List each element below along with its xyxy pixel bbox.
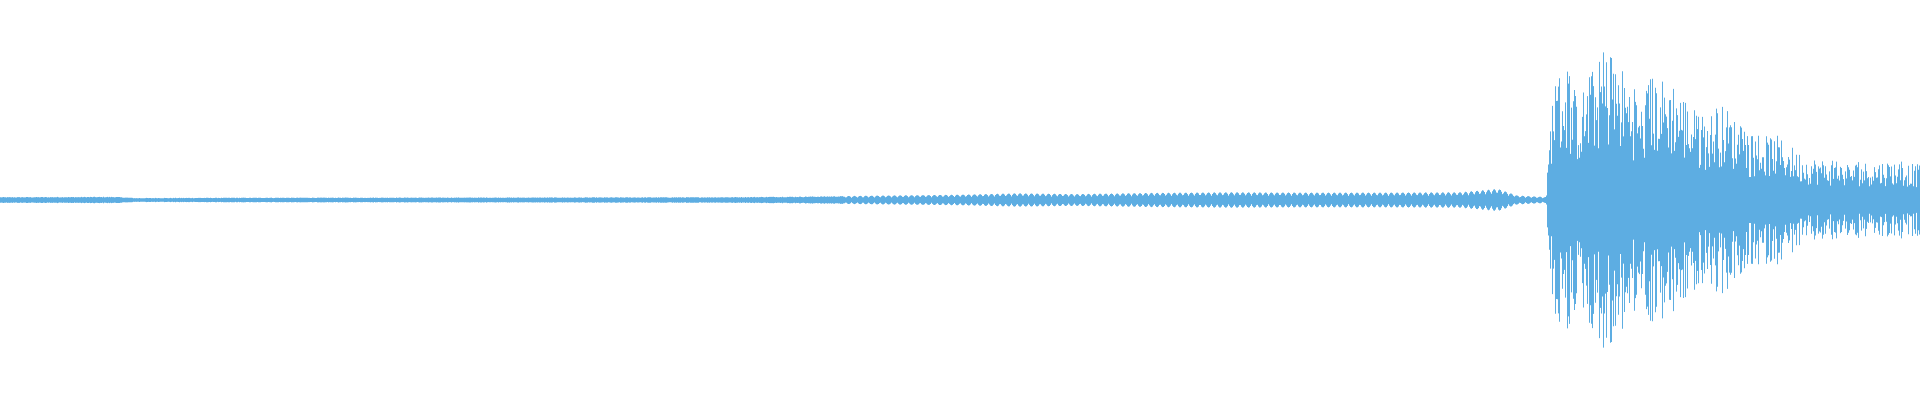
waveform-trace	[0, 52, 1920, 348]
waveform-samples	[0, 52, 1920, 348]
